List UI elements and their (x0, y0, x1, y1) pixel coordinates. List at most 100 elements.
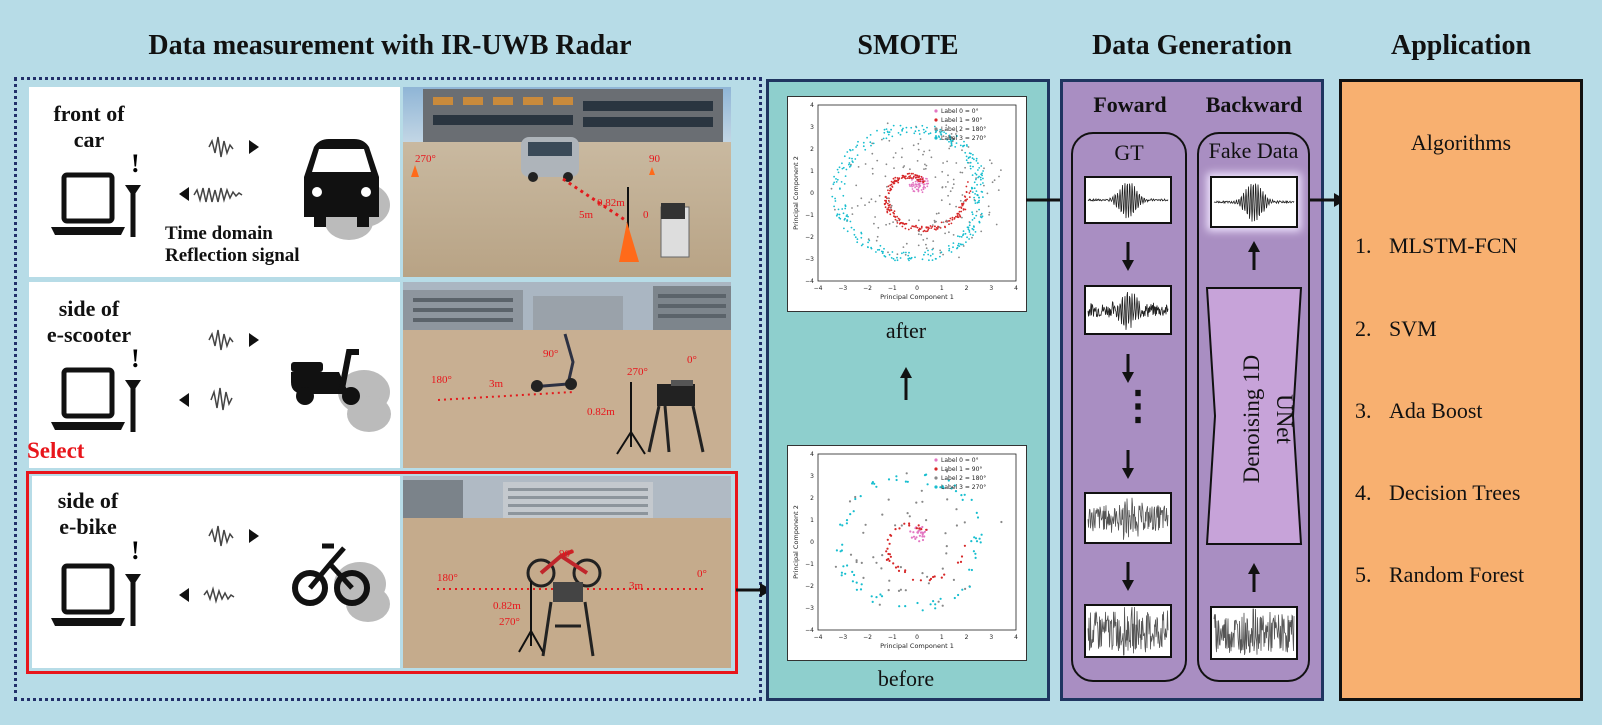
scatter-point (904, 175, 907, 178)
scatter-point (917, 187, 920, 189)
scatter-point (910, 177, 913, 179)
scatter-point (855, 559, 858, 562)
scatter-point (974, 552, 977, 555)
scatter-point (920, 531, 924, 534)
scatter-point (908, 522, 911, 525)
scatter-point (848, 163, 850, 166)
scatter-point (951, 139, 954, 142)
algorithm-num-3: 3. (1355, 398, 1372, 423)
scatter-point (933, 228, 936, 231)
scatter-point (894, 179, 896, 182)
after-caption: after (885, 318, 927, 343)
scatter-point (876, 249, 879, 251)
scatter-point (968, 231, 971, 233)
noisy-signal-1 (1084, 285, 1172, 335)
scatter-point (942, 221, 945, 224)
scatter-point (969, 233, 972, 236)
scatter-point (890, 534, 893, 537)
plot-frame (817, 104, 1017, 282)
scatter-point (959, 199, 962, 202)
scatter-point (872, 556, 875, 559)
scatter-point (916, 174, 919, 177)
scatter-point (884, 175, 887, 178)
scatter-point (961, 498, 964, 501)
scatter-point (943, 573, 946, 576)
scatter-point (901, 252, 903, 255)
scatter-point (921, 538, 925, 542)
photo-scooter-setup: 180° 3m 90° 270° 0° 0.82m (403, 282, 731, 468)
scatter-point (974, 556, 977, 559)
scatter-point (860, 236, 863, 239)
scatter-point (904, 569, 907, 572)
scatter-point (950, 142, 953, 144)
scatter-point (928, 259, 930, 262)
scatter-point (878, 603, 881, 606)
car-angle-90: 90 (649, 153, 660, 165)
x-tick-label: 3 (989, 285, 993, 292)
scatter-point (919, 138, 922, 140)
y-axis-label: Principal Component 2 (792, 156, 800, 230)
legend-marker (934, 476, 938, 480)
scatter-point (958, 210, 961, 213)
scatter-point (880, 250, 883, 253)
scatter-point (950, 487, 953, 490)
scatter-point (904, 480, 907, 483)
waveform-trace (1087, 183, 1169, 219)
select-label: Select (27, 438, 85, 463)
scatter-point (855, 146, 857, 148)
scatter-point (913, 132, 916, 135)
legend-marker (934, 109, 938, 113)
scatter-point (860, 244, 863, 247)
scatter-point (871, 152, 874, 155)
scatter-point (974, 172, 977, 175)
scatter-point (986, 192, 989, 195)
scatter-point (910, 184, 913, 187)
scatter-point (948, 247, 951, 250)
scatter-point (973, 181, 976, 184)
scooter-schematic-icons (51, 329, 391, 432)
bike-angle-180: 180° (437, 572, 458, 584)
scatter-point (955, 524, 958, 527)
scatter-point (881, 138, 883, 141)
scatter-point (945, 132, 947, 135)
scatter-point (909, 530, 912, 533)
scatter-point (851, 213, 854, 215)
scatter-point (839, 523, 842, 526)
scatter-point (908, 183, 911, 186)
scatter-point (845, 168, 848, 171)
scatter-point (886, 202, 889, 205)
scatter-point (904, 605, 907, 608)
row-bike-label-1: side of (57, 488, 119, 513)
laptop-icon (51, 563, 125, 626)
scatter-point (997, 189, 1000, 191)
scatter-point (980, 230, 983, 233)
scatter-point (857, 140, 859, 143)
legend-entry: Label 3 = 270° (941, 484, 986, 491)
scatter-point (849, 513, 852, 516)
scatter-point (844, 175, 847, 177)
laptop-icon (51, 172, 125, 235)
scatter-point (946, 138, 949, 141)
scatter-point (876, 235, 879, 238)
x-axis-label: Principal Component 1 (880, 293, 954, 301)
scatter-point (904, 253, 907, 256)
scatter-point (888, 201, 891, 203)
scatter-point (959, 560, 963, 563)
before-caption: before (877, 666, 935, 691)
scatter-point (934, 131, 937, 134)
scatter-point (882, 137, 885, 140)
car-setup-photo (403, 87, 731, 277)
scatter-point (943, 131, 945, 133)
scatter-point (842, 565, 845, 568)
scatter-point (843, 155, 846, 158)
scatter-point (978, 199, 980, 202)
scatter-point (949, 137, 952, 140)
scatter-point (969, 190, 972, 192)
scatter-point (887, 498, 890, 501)
plot-frame (817, 453, 1017, 631)
scatter-point (848, 157, 851, 159)
scatter-point (924, 130, 927, 133)
forward-arrow-3 (1122, 450, 1134, 479)
scatter-point (891, 185, 893, 188)
